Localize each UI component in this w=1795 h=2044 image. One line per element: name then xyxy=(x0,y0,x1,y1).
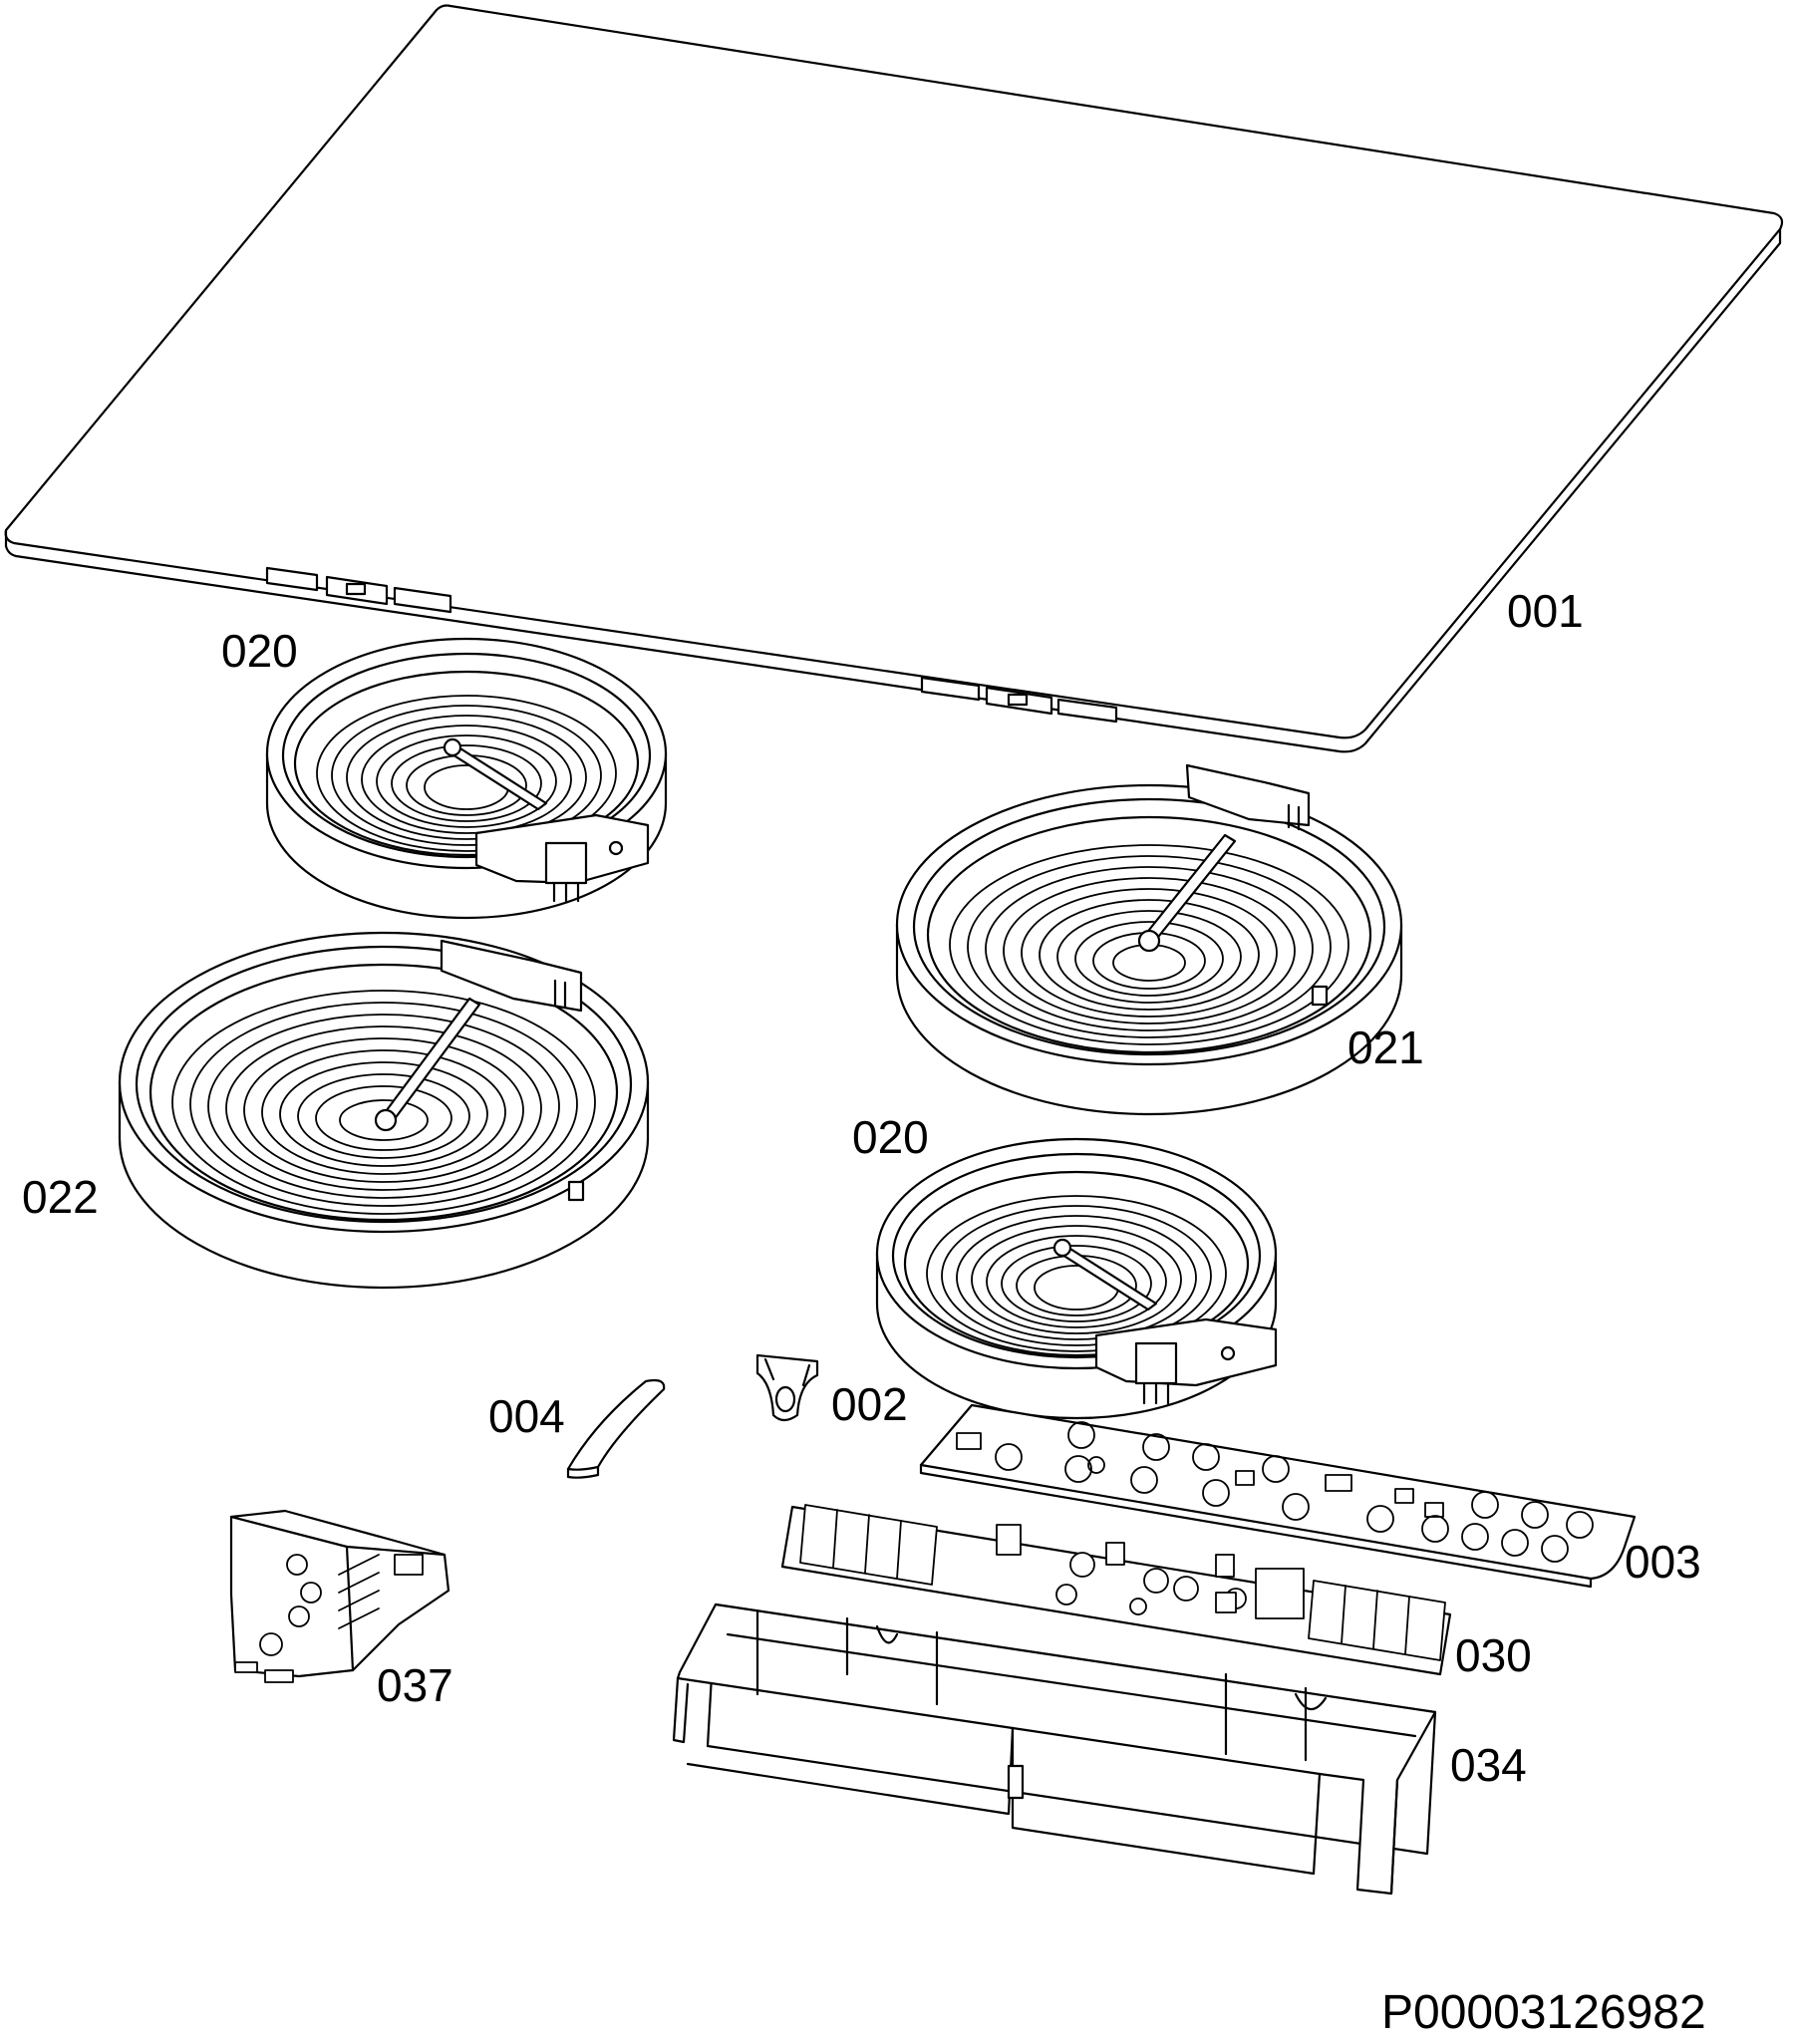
document-id: P00003126982 xyxy=(1381,1986,1706,2039)
power-board-part xyxy=(780,1504,1452,1676)
hotplate-large-part xyxy=(118,931,650,1290)
label-001: 001 xyxy=(1507,585,1584,637)
label-020-front: 020 xyxy=(852,1111,929,1163)
strip-part xyxy=(566,1378,666,1479)
label-022: 022 xyxy=(22,1171,99,1223)
housing-part xyxy=(672,1603,1437,1896)
terminal-block-part xyxy=(229,1509,450,1683)
label-021: 021 xyxy=(1347,1022,1424,1073)
glass-top-part xyxy=(4,4,1784,753)
label-030: 030 xyxy=(1455,1629,1532,1681)
label-037: 037 xyxy=(377,1659,453,1711)
hotplate-small-rear-part xyxy=(265,637,668,920)
label-002: 002 xyxy=(831,1378,908,1430)
label-003: 003 xyxy=(1625,1536,1701,1588)
label-034: 034 xyxy=(1450,1739,1527,1791)
hotplate-medium-part xyxy=(895,763,1403,1116)
label-004: 004 xyxy=(488,1390,565,1442)
control-board-part xyxy=(919,1403,1637,1589)
hotplate-small-front-part xyxy=(875,1137,1278,1420)
clip-part xyxy=(755,1353,819,1422)
label-020-rear: 020 xyxy=(221,625,298,677)
